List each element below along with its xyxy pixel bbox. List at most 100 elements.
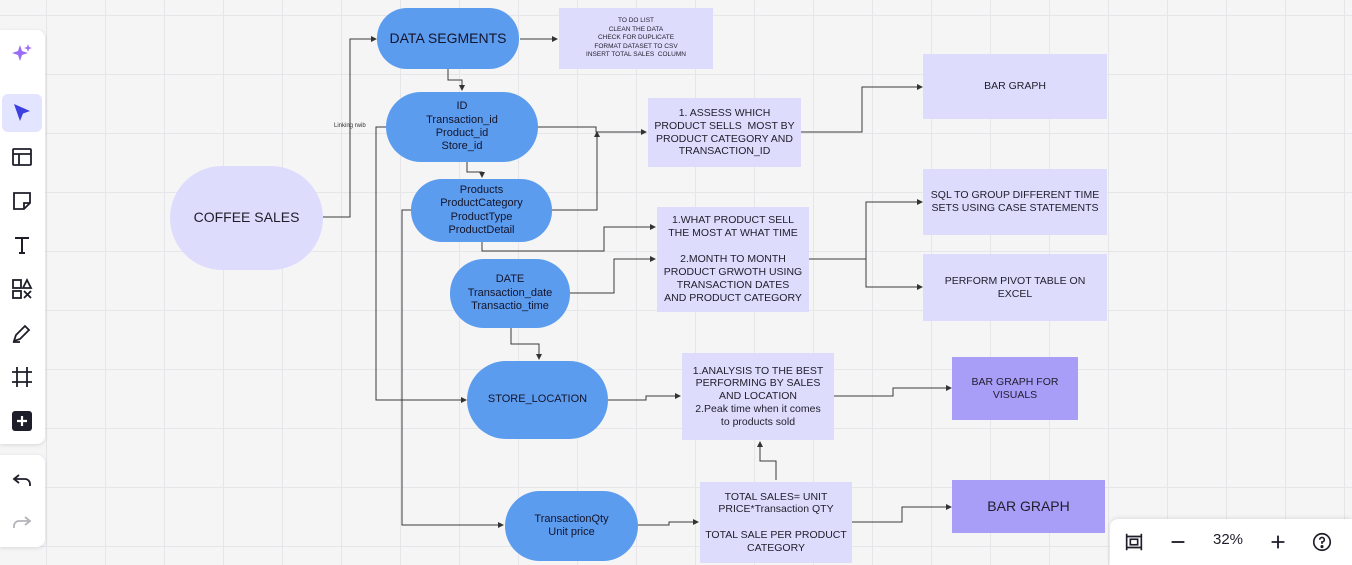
edge-what-to-sql xyxy=(809,199,923,260)
zoom-level[interactable]: 32% xyxy=(1212,531,1244,548)
node-text-line xyxy=(732,240,735,253)
node-text-line: PERFORM PIVOT TABLE ON xyxy=(944,274,1086,287)
node-text-line: ProductDetail xyxy=(448,223,515,236)
node-text-line: TO DO LIST xyxy=(618,17,654,25)
node-text-line: TransactionQty xyxy=(534,512,609,525)
node-text-line xyxy=(775,516,778,529)
edge-ids-to-store xyxy=(375,126,467,403)
edge-total-to-analysis xyxy=(757,441,777,480)
node-text-line: TRANSACTION_ID xyxy=(678,145,771,158)
node-text-line: TOTAL SALES= UNIT xyxy=(724,490,828,503)
node-text-line: Transactio_time xyxy=(471,300,549,313)
frame-icon xyxy=(12,367,32,387)
template-icon xyxy=(12,148,32,166)
node-text-line: FORMAT DATASET TO CSV xyxy=(594,42,678,50)
node-text-line: Transaction_date xyxy=(467,286,553,299)
node-text-line: ID xyxy=(456,100,468,113)
edge-total-to-bar2 xyxy=(852,504,952,523)
node-text-line: CHECK FOR DUPLICATE xyxy=(597,34,675,42)
help-icon xyxy=(1312,532,1332,552)
zoom-in-button[interactable] xyxy=(1266,530,1290,554)
node-text-line: ProductType xyxy=(450,210,513,223)
template-tool-button[interactable] xyxy=(2,138,42,176)
zoom-out-button[interactable] xyxy=(1166,530,1190,554)
node-text-line: 2.MONTH TO MONTH xyxy=(680,252,786,265)
fit-screen-icon xyxy=(1125,533,1143,551)
node-text-line: DATE xyxy=(495,273,525,286)
node-text-line: ProductCategory xyxy=(440,197,523,210)
node-text-line: AND LOCATION xyxy=(719,390,797,403)
edge-products-to-assess xyxy=(552,131,600,211)
sticky-note-tool-button[interactable] xyxy=(2,182,42,220)
coffee-sales-node[interactable]: COFFEE SALES xyxy=(170,166,323,270)
pen-tool-button[interactable] xyxy=(2,314,42,352)
bar-graph-2-note[interactable]: BAR GRAPH xyxy=(952,480,1105,533)
redo-icon xyxy=(13,516,32,528)
node-text-line: BAR GRAPH xyxy=(984,80,1046,93)
shapes-tool-button[interactable] xyxy=(2,270,42,308)
bar-graph-note[interactable]: BAR GRAPH xyxy=(923,54,1107,119)
node-text-line: Product_id xyxy=(435,127,489,139)
edge-date-to-store xyxy=(510,328,542,360)
pen-icon xyxy=(12,324,31,343)
node-text-line: CLEAN THE DATA xyxy=(608,25,664,33)
node-text-line: to products sold xyxy=(720,415,796,428)
node-text-line: 1. ASSESS WHICH xyxy=(678,106,771,119)
node-text-line: BAR GRAPH xyxy=(987,497,1070,514)
sparkle-icon xyxy=(12,44,32,61)
ai-sparkle-button[interactable] xyxy=(2,35,42,73)
edge-ids-to-products xyxy=(466,162,485,178)
help-button[interactable] xyxy=(1310,530,1334,554)
node-text-line: AND PRODUCT CATEGORY xyxy=(664,292,802,305)
sticky-note-icon xyxy=(13,192,31,210)
text-tool-button[interactable] xyxy=(2,226,42,264)
shapes-icon xyxy=(12,277,33,299)
edge-ids-to-assess xyxy=(538,126,647,135)
node-text-line: Products xyxy=(459,183,504,196)
node-text-line: 2.Peak time when it comes xyxy=(695,402,821,415)
text-icon xyxy=(15,237,29,254)
node-text-line: Unit price xyxy=(548,526,595,538)
edge-coffee-to-segments xyxy=(323,36,377,218)
fit-to-screen-button[interactable] xyxy=(1122,530,1146,554)
edge-segments-to-ids xyxy=(447,69,465,91)
data-segments-node[interactable]: DATA SEGMENTS xyxy=(377,8,519,69)
node-text-line: 1.ANALYSIS TO THE BEST xyxy=(692,364,824,377)
edge-assess-to-bar1 xyxy=(801,84,923,133)
add-more-button[interactable] xyxy=(2,402,42,440)
node-text-line: PRODUCT SELLS MOST BY xyxy=(654,119,795,132)
node-text-line: TOTAL SALE PER PRODUCT xyxy=(705,528,847,541)
add-icon xyxy=(12,411,32,431)
edge-what-to-pivot xyxy=(809,258,923,290)
left-toolbar xyxy=(0,30,45,444)
store-location-node[interactable]: STORE_LOCATION xyxy=(467,361,608,439)
undo-icon xyxy=(12,474,31,486)
minus-icon xyxy=(1171,541,1185,543)
edge-analysis-to-visuals xyxy=(834,385,952,397)
node-text-line: STORE_LOCATION xyxy=(487,393,588,406)
node-text-line: SETS USING CASE STATEMENTS xyxy=(931,202,1099,214)
plus-icon xyxy=(1271,535,1285,549)
node-text-line: BAR GRAPH FOR xyxy=(971,375,1059,388)
frame-tool-button[interactable] xyxy=(2,358,42,396)
cursor-icon xyxy=(14,104,30,121)
node-text-line: INSERT TOTAL SALES COLUMN xyxy=(586,51,686,59)
select-tool-button[interactable] xyxy=(2,94,42,132)
undo-button[interactable] xyxy=(2,461,42,499)
node-text-line: Transaction_id xyxy=(426,113,498,126)
redo-button[interactable] xyxy=(2,503,42,541)
node-text-line: TRANSACTION DATES xyxy=(676,279,790,292)
node-text-line: EXCEL xyxy=(997,287,1033,300)
